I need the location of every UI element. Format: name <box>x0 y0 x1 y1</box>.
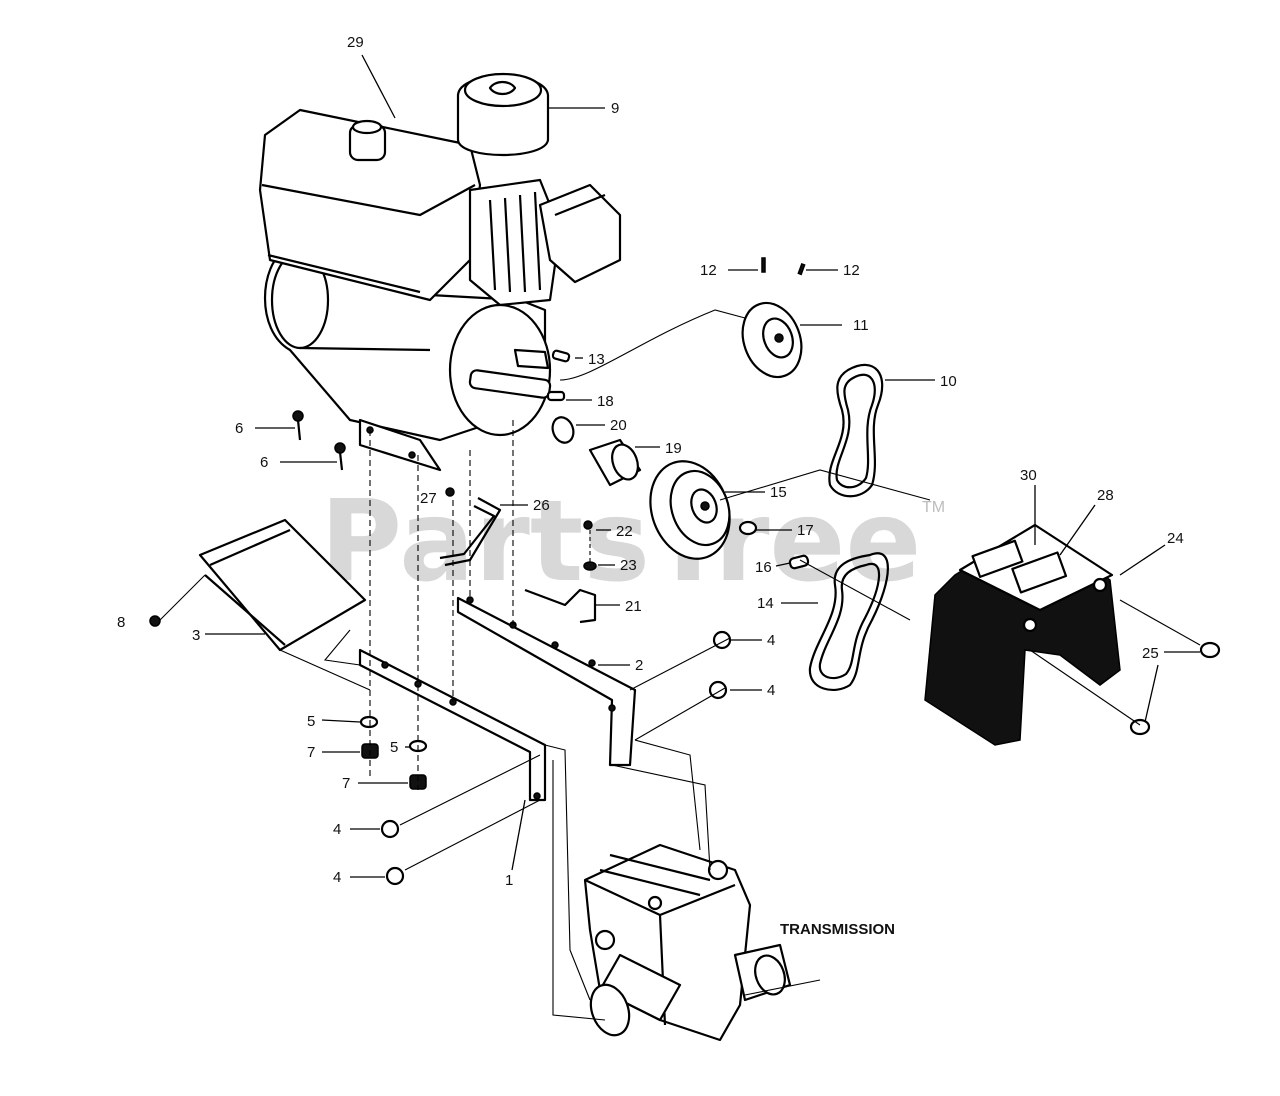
callout-8: 8 <box>117 614 125 631</box>
callout-26: 26 <box>533 497 550 514</box>
callout-20: 20 <box>610 417 627 434</box>
callout-18: 18 <box>597 393 614 410</box>
callout-4-lower-left: 4 <box>333 869 341 886</box>
callout-7-lower: 7 <box>342 775 350 792</box>
callout-16: 16 <box>755 559 772 576</box>
pulley-small <box>741 301 803 379</box>
callout-21: 21 <box>625 598 642 615</box>
callout-4-upper-left: 4 <box>333 821 341 838</box>
callout-12-left: 12 <box>700 262 717 279</box>
spacer-19 <box>588 438 642 487</box>
callout-12-right: 12 <box>843 262 860 279</box>
bracket-3 <box>198 518 367 652</box>
callout-14: 14 <box>757 595 774 612</box>
callout-23: 23 <box>620 557 637 574</box>
engine <box>258 72 622 472</box>
transmission-label: TRANSMISSION <box>780 921 895 938</box>
watermark-text: PartsTree <box>320 477 921 607</box>
watermark-trademark: TM <box>922 499 945 516</box>
callout-10: 10 <box>940 373 957 390</box>
callout-27: 27 <box>420 490 437 507</box>
rod-26 <box>439 497 502 567</box>
callout-7-upper: 7 <box>307 744 315 761</box>
callout-labels: 29 9 12 12 11 10 13 18 20 19 15 6 6 27 2… <box>117 34 1184 938</box>
callout-30: 30 <box>1020 467 1037 484</box>
callout-28: 28 <box>1097 487 1114 504</box>
callout-15: 15 <box>770 484 787 501</box>
callout-17: 17 <box>797 522 814 539</box>
callout-24: 24 <box>1167 530 1184 547</box>
callout-25: 25 <box>1142 645 1159 662</box>
callout-3: 3 <box>192 627 200 644</box>
leader-lines <box>205 54 1200 878</box>
callout-5-left: 5 <box>307 713 315 730</box>
callout-6-lower: 6 <box>260 454 268 471</box>
callout-11: 11 <box>853 317 869 334</box>
callout-29: 29 <box>347 34 364 51</box>
transmission <box>583 843 792 1042</box>
callout-22: 22 <box>616 523 633 540</box>
pulley-large <box>649 460 731 560</box>
callout-4-lower-right: 4 <box>767 682 775 699</box>
callout-6-upper: 6 <box>235 420 243 437</box>
rod-21 <box>524 588 597 624</box>
callout-1: 1 <box>505 872 513 889</box>
hardware-small <box>292 257 810 570</box>
callout-5-right: 5 <box>390 739 398 756</box>
alignment-lines <box>159 309 1201 1021</box>
belt-guard <box>924 523 1221 746</box>
callout-9: 9 <box>611 100 619 117</box>
belt-lower <box>808 552 889 692</box>
callout-2: 2 <box>635 657 643 674</box>
callout-19: 19 <box>665 440 682 457</box>
belt-upper <box>828 363 884 498</box>
callout-13: 13 <box>588 351 605 368</box>
bracket-2 <box>456 596 637 767</box>
callout-4-upper-right: 4 <box>767 632 775 649</box>
